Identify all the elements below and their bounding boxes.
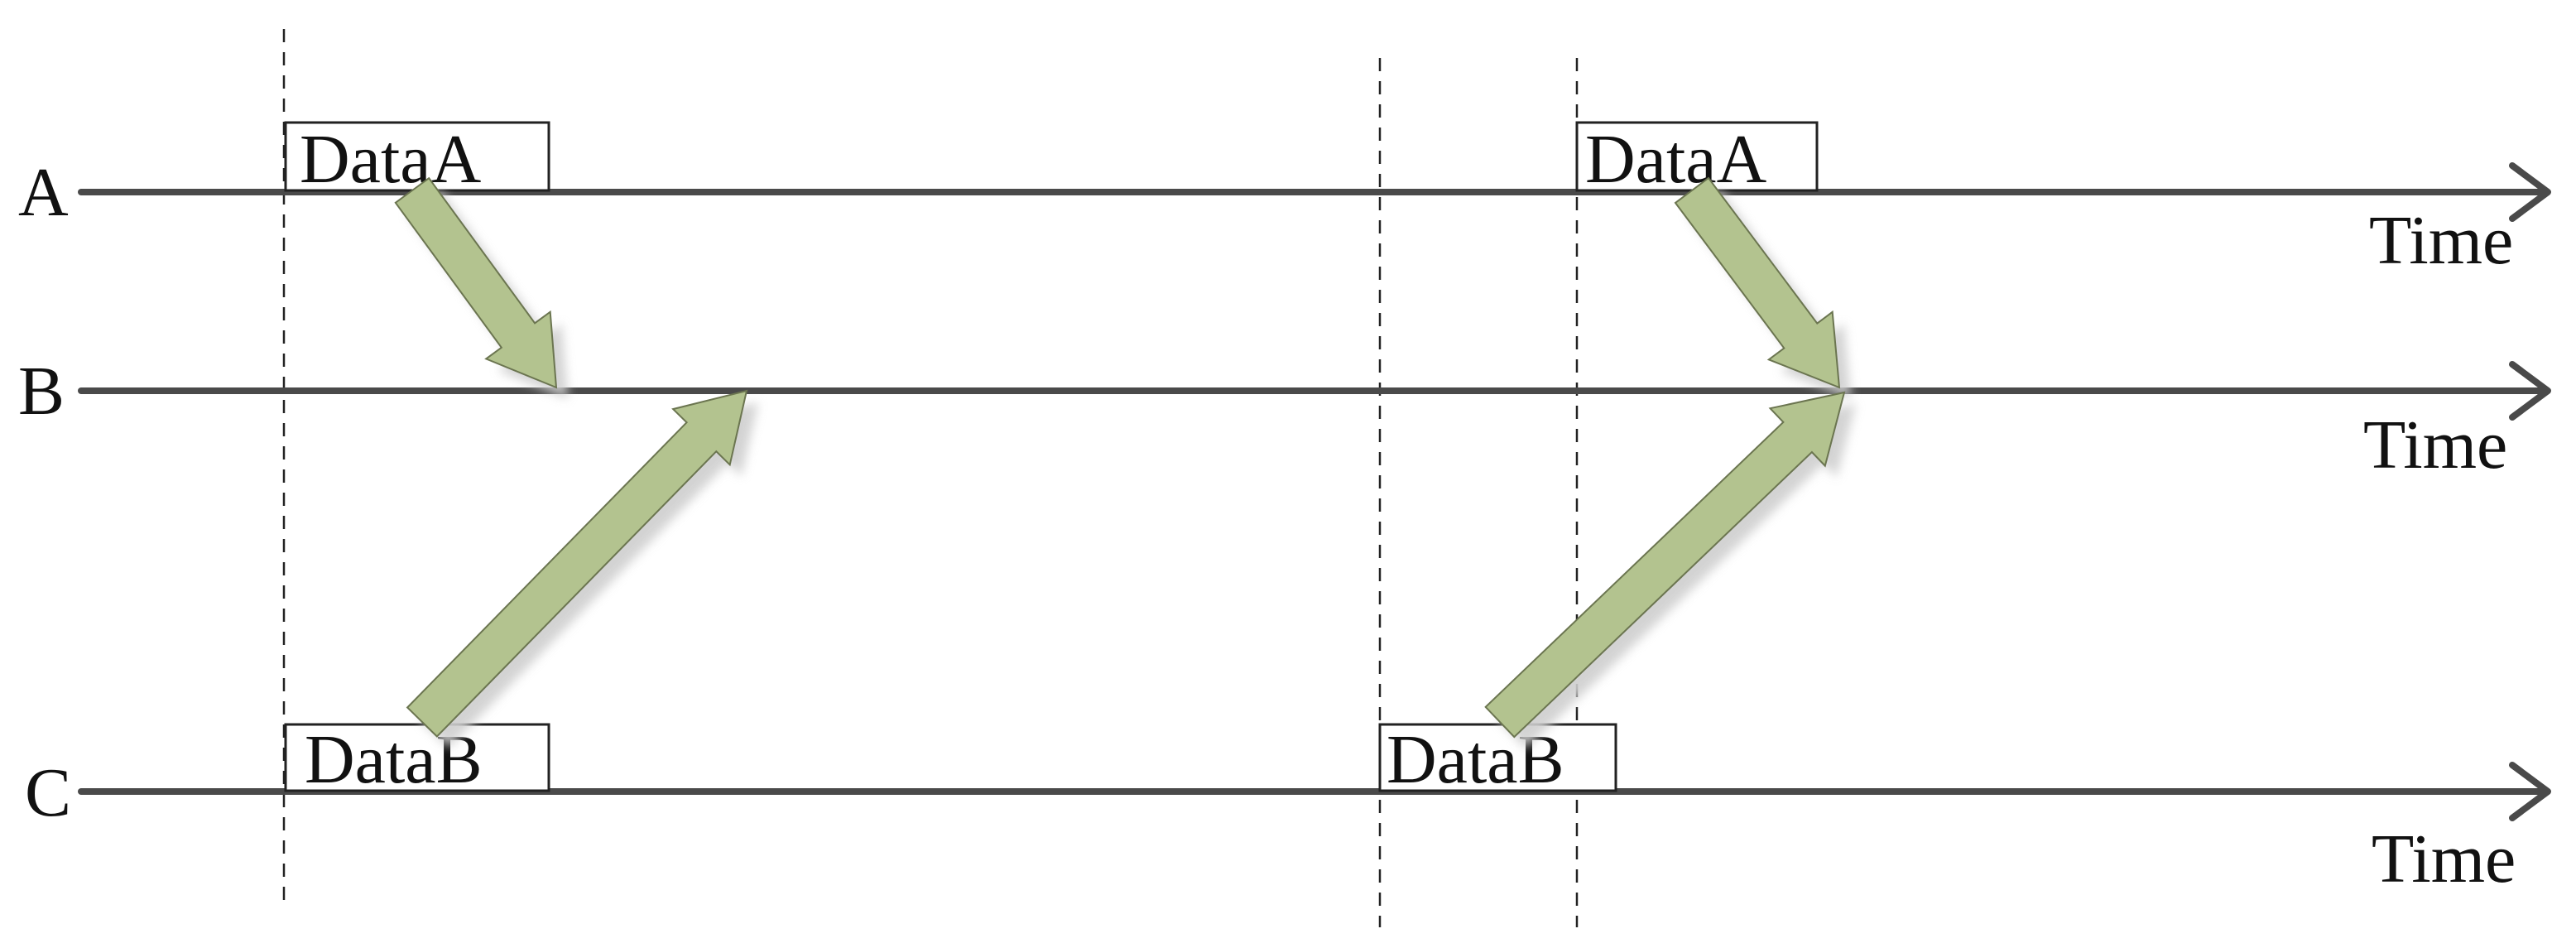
- data-box-a-1: DataA: [284, 121, 550, 198]
- timeline-c-arrowhead: [2509, 762, 2551, 821]
- flow-arrow-a-to-b-2: [1674, 176, 1841, 389]
- flow-arrows: [394, 176, 1856, 749]
- lane-label-c: C: [25, 754, 71, 831]
- flow-arrow-c-to-b-2: [1484, 391, 1846, 739]
- lane-b: B Time: [18, 353, 2551, 484]
- data-box-a-2: DataA: [1575, 121, 1819, 198]
- data-box-a-1-frame: [284, 121, 550, 192]
- time-label-b: Time: [2363, 407, 2507, 484]
- data-box-a-1-label: DataA: [300, 121, 482, 198]
- flow-arrow-c-to-b-1: [406, 389, 748, 738]
- lane-label-a: A: [18, 154, 69, 231]
- time-label-c: Time: [2372, 820, 2516, 897]
- timeline-b-arrowhead: [2509, 361, 2551, 421]
- data-box-a-2-label: DataA: [1585, 121, 1767, 198]
- data-box-a-2-frame: [1575, 121, 1819, 192]
- data-box-b-2-frame: [1378, 723, 1617, 792]
- lane-label-b: B: [18, 353, 65, 430]
- time-label-a: Time: [2369, 202, 2513, 279]
- data-box-b-2: DataB: [1378, 721, 1617, 798]
- flow-arrow-a-to-b-1: [394, 176, 558, 389]
- data-box-b-1-frame: [284, 723, 550, 792]
- data-box-b-1: DataB: [284, 721, 550, 798]
- timeline-a-arrowhead: [2509, 162, 2551, 222]
- lane-a: A Time: [18, 154, 2551, 279]
